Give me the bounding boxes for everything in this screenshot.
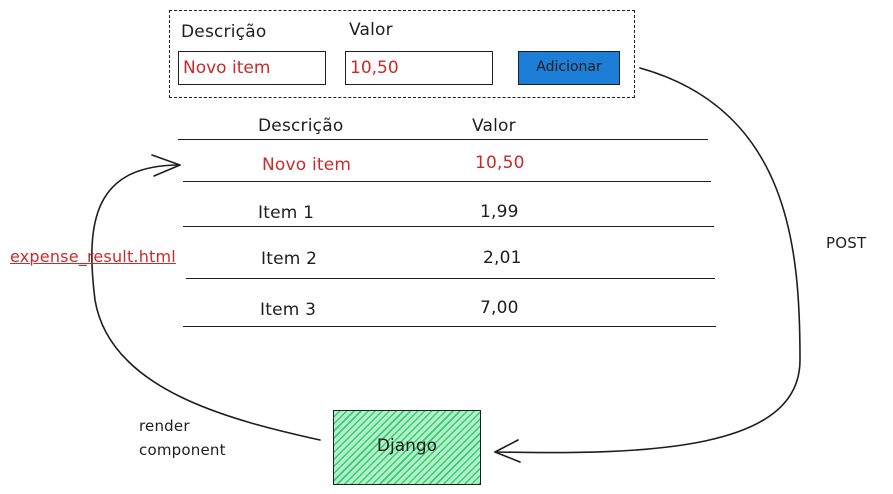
table-row-item3-value: 7,00 xyxy=(480,298,519,318)
table-divider xyxy=(183,226,714,227)
table-header-value: Valor xyxy=(472,116,516,136)
value-input-value: 10,50 xyxy=(350,58,399,78)
table-divider xyxy=(183,326,716,327)
add-button[interactable]: Adicionar xyxy=(518,51,620,85)
render-arrow xyxy=(91,164,321,441)
table-divider xyxy=(183,181,711,182)
table-row-new-description: Novo item xyxy=(262,155,352,175)
post-arrow-head xyxy=(494,439,521,463)
render-arrow-head xyxy=(151,154,181,177)
description-input-value: Novo item xyxy=(183,58,271,78)
django-label: Django xyxy=(376,436,438,456)
description-input[interactable]: Novo item xyxy=(178,51,326,85)
table-row-item3-description: Item 3 xyxy=(260,300,317,320)
table-row-new-value: 10,50 xyxy=(475,153,525,173)
post-arrow xyxy=(494,67,801,454)
render-label-line1: render xyxy=(139,417,190,435)
table-row-item2-description: Item 2 xyxy=(261,249,318,269)
table-divider xyxy=(178,139,708,140)
django-server: Django xyxy=(333,410,481,485)
description-label: Descrição xyxy=(181,22,267,42)
table-header-description: Descrição xyxy=(258,116,344,136)
table-row-item1-value: 1,99 xyxy=(480,202,519,222)
table-divider xyxy=(186,278,715,279)
post-label: POST xyxy=(826,234,867,252)
value-label: Valor xyxy=(349,20,393,40)
template-label: expense_result.html xyxy=(10,247,176,266)
table-row-item1-description: Item 1 xyxy=(258,203,315,223)
render-label-line2: component xyxy=(139,441,226,459)
value-input[interactable]: 10,50 xyxy=(345,51,493,85)
expense-form xyxy=(169,10,635,98)
table-row-item2-value: 2,01 xyxy=(483,248,522,268)
